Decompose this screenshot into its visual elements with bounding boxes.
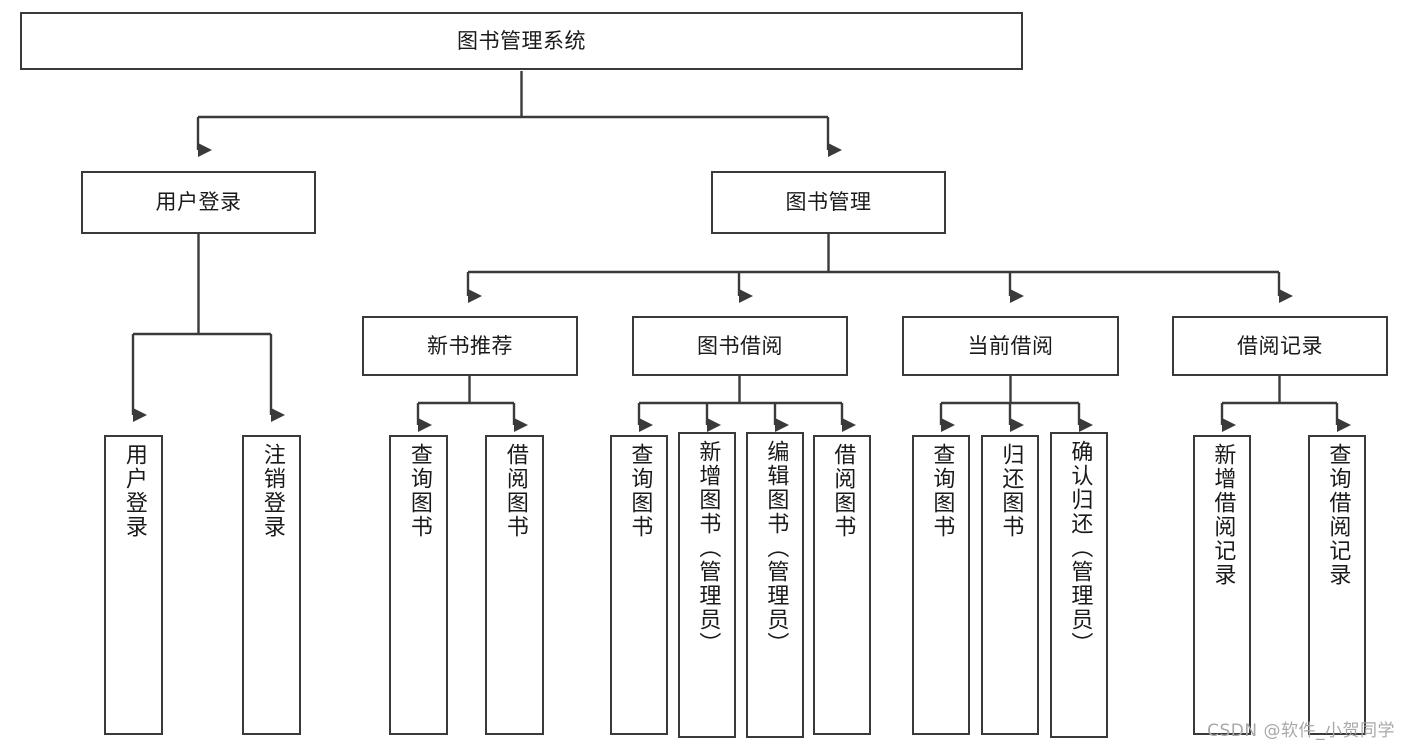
watermark: CSDN @软件_小贺同学 <box>1207 721 1395 741</box>
node-leaf-return-book-label: 归还图书 <box>998 443 1024 539</box>
node-leaf-query-record-label: 查询借阅记录 <box>1325 443 1351 587</box>
node-leaf-query-book-2-label: 查询图书 <box>627 443 653 539</box>
node-leaf-query-book-1-label: 查询图书 <box>406 443 432 539</box>
node-new-book-recommend[interactable]: 新书推荐 <box>362 316 578 376</box>
node-leaf-add-record[interactable]: 新增借阅记录 <box>1193 435 1251 735</box>
node-new-book-recommend-label: 新书推荐 <box>427 333 513 358</box>
node-leaf-edit-book[interactable]: 编辑图书（管理员） <box>746 432 804 738</box>
node-leaf-user-login[interactable]: 用户登录 <box>104 435 163 735</box>
node-leaf-logout-login[interactable]: 注销登录 <box>242 435 301 735</box>
node-book-borrow[interactable]: 图书借阅 <box>632 316 848 376</box>
node-leaf-user-login-label: 用户登录 <box>121 443 147 539</box>
node-leaf-return-book[interactable]: 归还图书 <box>981 435 1039 735</box>
node-current-borrow[interactable]: 当前借阅 <box>902 316 1119 376</box>
node-root[interactable]: 图书管理系统 <box>20 12 1023 70</box>
node-book-borrow-label: 图书借阅 <box>697 333 783 358</box>
node-leaf-logout-login-label: 注销登录 <box>259 443 285 539</box>
node-user-login[interactable]: 用户登录 <box>81 171 316 234</box>
node-leaf-confirm-return-label: 确认归还（管理员） <box>1067 440 1093 656</box>
node-user-login-label: 用户登录 <box>155 190 242 215</box>
node-book-manage[interactable]: 图书管理 <box>711 171 946 234</box>
node-borrow-record-label: 借阅记录 <box>1237 333 1323 358</box>
node-leaf-query-book-1[interactable]: 查询图书 <box>389 435 448 735</box>
node-leaf-add-book-label: 新增图书（管理员） <box>695 440 721 656</box>
node-leaf-query-book-2[interactable]: 查询图书 <box>610 435 668 735</box>
node-leaf-query-record[interactable]: 查询借阅记录 <box>1308 435 1366 735</box>
node-leaf-query-book-3[interactable]: 查询图书 <box>912 435 970 735</box>
node-leaf-query-book-3-label: 查询图书 <box>929 443 955 539</box>
node-leaf-borrow-book-1-label: 借阅图书 <box>502 443 528 539</box>
node-root-label: 图书管理系统 <box>457 28 586 53</box>
node-leaf-add-record-label: 新增借阅记录 <box>1210 443 1236 587</box>
node-current-borrow-label: 当前借阅 <box>967 333 1054 358</box>
node-leaf-add-book[interactable]: 新增图书（管理员） <box>678 432 736 738</box>
node-leaf-borrow-book-1[interactable]: 借阅图书 <box>485 435 544 735</box>
node-leaf-edit-book-label: 编辑图书（管理员） <box>763 440 789 656</box>
node-leaf-confirm-return[interactable]: 确认归还（管理员） <box>1050 432 1108 738</box>
node-leaf-borrow-book-2[interactable]: 借阅图书 <box>813 435 871 735</box>
node-book-manage-label: 图书管理 <box>785 190 872 215</box>
node-leaf-borrow-book-2-label: 借阅图书 <box>830 443 856 539</box>
node-borrow-record[interactable]: 借阅记录 <box>1172 316 1388 376</box>
